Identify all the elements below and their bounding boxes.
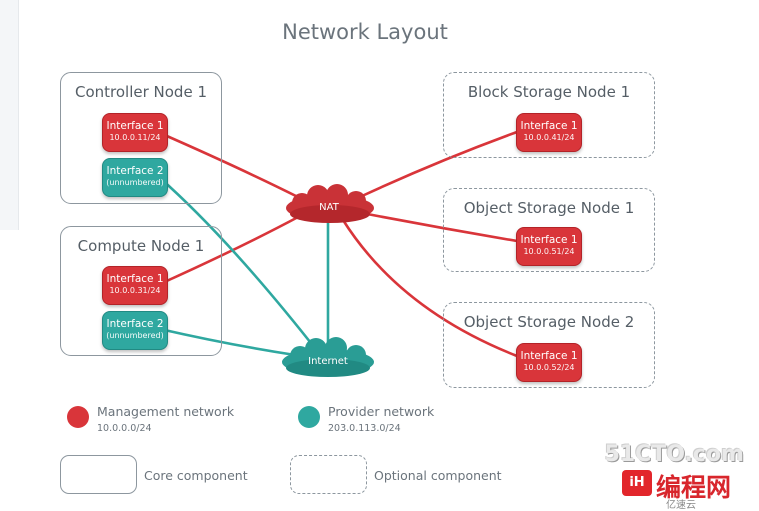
object-storage-node-1: Object Storage Node 1 Interface 1 10.0.0… <box>443 188 655 272</box>
internet-cloud-label: Internet <box>308 356 348 367</box>
optional-component-swatch <box>290 455 367 494</box>
link-nat-object2 <box>341 219 518 358</box>
compute-interface-1: Interface 1 10.0.0.31/24 <box>102 266 168 305</box>
provider-network-swatch <box>298 406 320 428</box>
optional-component-label: Optional component <box>374 468 502 483</box>
block-storage-interface-1: Interface 1 10.0.0.41/24 <box>516 113 582 152</box>
interface-name: Interface 1 <box>520 234 578 246</box>
interface-name: Interface 1 <box>520 120 578 132</box>
interface-address: 10.0.0.51/24 <box>523 247 575 256</box>
side-strip <box>0 0 19 230</box>
provider-network-label: Provider network <box>328 404 435 419</box>
watermark-logo-icon: iH <box>622 470 652 496</box>
watermark-51cto-text: 51CTO.com <box>604 442 744 467</box>
interface-name: Interface 2 <box>106 165 164 177</box>
watermark: 51CTO.com iH 编程网 亿速云 <box>605 438 752 511</box>
controller-node-label: Controller Node 1 <box>74 83 207 101</box>
core-component-label: Core component <box>144 468 248 483</box>
nat-cloud-shape <box>286 184 374 223</box>
internet-cloud-shape <box>282 337 374 377</box>
block-storage-node-label: Block Storage Node 1 <box>467 83 631 101</box>
link-nat-object1 <box>361 211 518 243</box>
management-network-subnet: 10.0.0.0/24 <box>97 423 152 434</box>
page-title: Network Layout <box>282 20 448 44</box>
interface-address: (unnumbered) <box>106 178 164 187</box>
interface-name: Interface 1 <box>106 273 164 285</box>
link-compute-nat <box>159 214 301 286</box>
watermark-bottom-text: 亿速云 <box>666 500 696 511</box>
controller-node: Controller Node 1 Interface 1 10.0.0.11/… <box>60 72 222 204</box>
object-storage-node-2: Object Storage Node 2 Interface 1 10.0.0… <box>443 302 655 388</box>
core-component-swatch <box>60 455 137 494</box>
object-storage-node-1-label: Object Storage Node 1 <box>463 199 635 217</box>
watermark-site-name: 编程网 <box>656 473 732 502</box>
management-network-swatch <box>67 406 89 428</box>
interface-name: Interface 1 <box>520 350 578 362</box>
object-storage-2-interface-1: Interface 1 10.0.0.52/24 <box>516 343 582 382</box>
link-nat-block <box>361 130 518 198</box>
interface-address: 10.0.0.41/24 <box>523 133 575 142</box>
interface-name: Interface 1 <box>106 120 164 132</box>
controller-interface-2: Interface 2 (unnumbered) <box>102 158 168 197</box>
interface-address: 10.0.0.31/24 <box>109 286 161 295</box>
nat-cloud-label: NAT <box>319 202 339 213</box>
compute-interface-2: Interface 2 (unnumbered) <box>102 311 168 350</box>
object-storage-node-2-label: Object Storage Node 2 <box>463 313 635 331</box>
management-network-label: Management network <box>97 404 235 419</box>
compute-node: Compute Node 1 Interface 1 10.0.0.31/24 … <box>60 226 222 356</box>
interface-address: 10.0.0.11/24 <box>109 133 161 142</box>
compute-node-label: Compute Node 1 <box>77 237 205 255</box>
block-storage-node: Block Storage Node 1 Interface 1 10.0.0.… <box>443 72 655 158</box>
interface-name: Interface 2 <box>106 318 164 330</box>
object-storage-1-interface-1: Interface 1 10.0.0.51/24 <box>516 227 582 266</box>
interface-address: (unnumbered) <box>106 331 164 340</box>
interface-address: 10.0.0.52/24 <box>523 363 575 372</box>
link-compute-internet <box>159 327 296 357</box>
provider-network-subnet: 203.0.113.0/24 <box>328 423 401 434</box>
controller-interface-1: Interface 1 10.0.0.11/24 <box>102 113 168 152</box>
link-controller-internet <box>159 177 320 353</box>
link-controller-nat <box>159 131 301 200</box>
